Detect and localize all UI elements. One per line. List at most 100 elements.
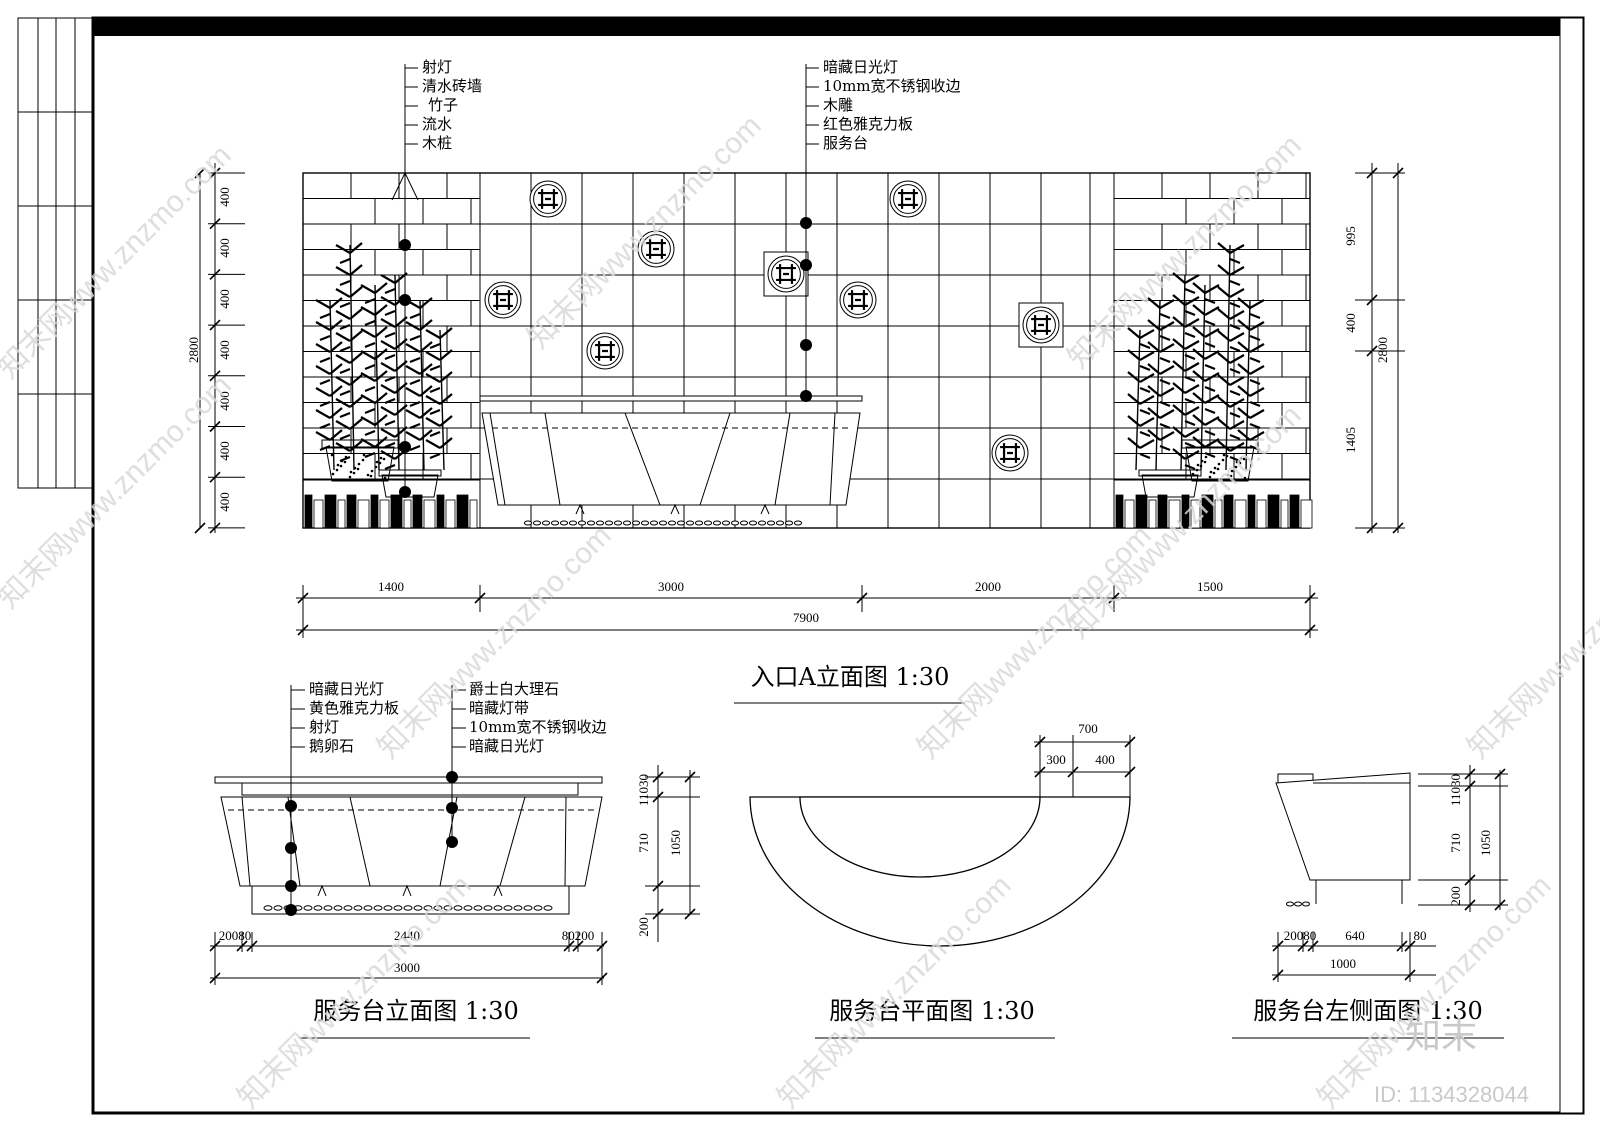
wooden-stake	[1256, 499, 1267, 529]
callout-a-right-1: 10mm宽不锈钢收边	[823, 77, 961, 95]
bamboo-leaves	[360, 414, 388, 437]
dim-c-bottom-right: 80200	[562, 928, 595, 943]
bamboo-leaves	[1172, 448, 1200, 471]
pebble	[423, 905, 433, 911]
bamboo-leaves	[425, 437, 453, 460]
pebble	[323, 905, 333, 911]
dimension-tick	[246, 940, 258, 952]
bamboo-leaves	[405, 407, 433, 430]
marble-top	[214, 776, 603, 784]
dimension-tick	[572, 940, 584, 952]
callout-a-left-1: 清水砖墙	[422, 77, 482, 95]
callout-dot	[446, 802, 458, 814]
dimension-tick	[1272, 969, 1284, 981]
dimension-tick	[474, 592, 486, 604]
counter-top-slab	[479, 395, 863, 402]
planter-texture	[344, 455, 348, 459]
planter-texture	[1243, 476, 1247, 480]
pebble	[333, 905, 343, 911]
planter-texture	[1199, 464, 1203, 468]
bamboo-leaves	[405, 363, 433, 386]
counter-plan-title: 服务台平面图 1:30	[829, 997, 1035, 1025]
callout-dot	[399, 239, 411, 251]
pebble	[393, 905, 403, 911]
dim-s-bottom-left: 20080	[1284, 928, 1317, 943]
dim-a-right-total: 2800	[1375, 337, 1390, 363]
dimension-tick	[596, 972, 608, 984]
wooden-stake	[412, 494, 423, 529]
pebble	[739, 520, 749, 526]
pebble	[303, 905, 313, 911]
wooden-stake	[1223, 494, 1234, 529]
bamboo-leaves	[1237, 363, 1265, 386]
callout-c-left-3: 鹅卵石	[309, 737, 354, 755]
dimension-tick	[596, 940, 608, 952]
pebble	[513, 905, 523, 911]
dim-a-left-2: 400	[217, 289, 232, 309]
counter-elevation-callouts-right: 爵士白大理石 暗藏灯带 10mm宽不锈钢收边 暗藏日光灯	[469, 680, 607, 755]
bamboo-leaves	[425, 349, 453, 372]
bamboo-leaves	[1192, 282, 1220, 305]
callout-a-left-4: 木桩	[422, 134, 452, 152]
bamboo-leaves	[335, 418, 363, 441]
bamboo-leaves	[1217, 374, 1245, 397]
planter-texture	[1234, 465, 1238, 469]
wooden-stake	[304, 494, 313, 529]
elevation-a-title: 入口A立面图 1:30	[751, 663, 950, 691]
title-block-strip	[17, 17, 94, 489]
wooden-stake	[1124, 499, 1135, 529]
bamboo-leaves	[1147, 407, 1175, 430]
planter-texture	[379, 456, 383, 460]
planter-texture	[1217, 462, 1221, 466]
planter-texture	[1190, 453, 1194, 457]
planter-texture	[339, 464, 343, 468]
counter-body	[481, 412, 861, 506]
pebble	[721, 520, 731, 526]
callout-dot	[285, 800, 297, 812]
planter-texture	[1230, 469, 1234, 473]
wooden-stake	[324, 494, 337, 529]
dimension-tick	[209, 268, 221, 280]
bamboo-leaves	[380, 360, 408, 383]
dim-c-height-mid: 710	[636, 833, 651, 853]
counter-elevation-title: 服务台立面图 1:30	[313, 997, 519, 1025]
bamboo-leaves	[1237, 407, 1265, 430]
callout-c-left-2: 射灯	[309, 718, 339, 736]
bamboo-leaves	[1192, 370, 1220, 393]
callout-a-left-3: 流水	[422, 115, 452, 133]
bamboo-leaves	[335, 286, 363, 309]
counter-panel-line	[349, 796, 371, 887]
planter-texture	[365, 454, 369, 458]
wooden-stake	[445, 499, 456, 529]
pebble	[503, 905, 513, 911]
planter-texture	[349, 470, 353, 474]
medallion-pattern	[646, 239, 666, 259]
wooden-stake	[1135, 494, 1148, 529]
medallion-inner-ring	[590, 336, 620, 366]
planter-texture	[369, 474, 373, 478]
bamboo-leaves	[1172, 404, 1200, 427]
planter-rim	[1181, 439, 1259, 449]
pebble	[523, 520, 533, 526]
elevation-a-leader-lines	[391, 64, 819, 498]
dim-a-left-5: 400	[217, 441, 232, 461]
elevation-a-callouts-right: 暗藏日光灯 10mm宽不锈钢收边 木雕 红色雅克力板 服务台	[823, 58, 961, 152]
top-band	[241, 782, 579, 796]
dim-a-right-1: 400	[1343, 313, 1358, 333]
dimension-tick	[209, 471, 221, 483]
callout-dot	[800, 390, 812, 402]
wooden-stake	[1181, 494, 1190, 529]
counter-light-mark	[575, 503, 585, 515]
planter-texture	[1222, 453, 1226, 457]
counter-panel-line	[489, 412, 506, 506]
medallion-pattern	[1031, 315, 1051, 335]
pebble	[622, 520, 632, 526]
planter-texture	[1239, 456, 1243, 460]
bamboo-leaves	[405, 385, 433, 408]
pebble	[586, 520, 596, 526]
planter-texture	[353, 466, 357, 470]
wooden-stake	[436, 494, 445, 529]
pebble	[640, 520, 650, 526]
medallion-pattern	[898, 189, 918, 209]
bamboo-leaves	[335, 264, 363, 287]
